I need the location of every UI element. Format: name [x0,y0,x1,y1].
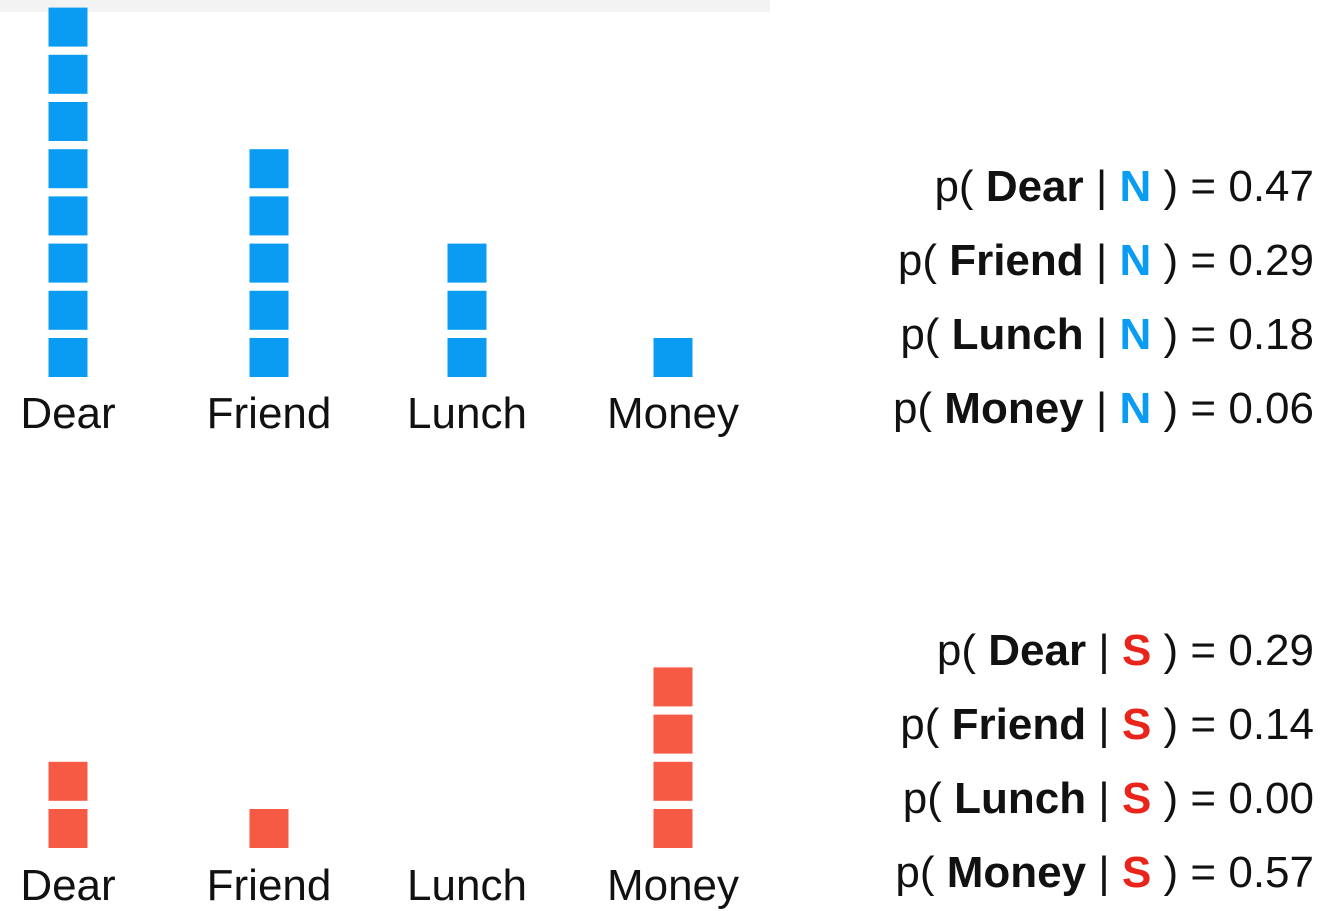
bar-block-dear [48,54,88,94]
probability-line: p( Dear | S ) = 0.29 [895,614,1314,688]
probability-line: p( Friend | N ) = 0.29 [893,224,1314,298]
class-symbol: S [1121,626,1152,675]
word: Friend [949,236,1084,285]
bar-block-lunch [447,338,487,377]
category-label-friend: Friend [207,389,332,438]
word: Money [946,848,1087,897]
bar-block-friend [249,243,289,283]
probability-value: 0.57 [1228,848,1314,897]
given-bar: | [1086,774,1122,823]
equals: ) = [1151,384,1229,433]
word: Dear [985,162,1084,211]
bar-block-dear [48,196,88,236]
bar-block-friend [249,290,289,330]
probability-value: 0.06 [1228,384,1314,433]
chart-n: Dear Friend Lunch Money [20,7,739,438]
p-open: p( [902,774,955,823]
bar-block-dear [48,809,88,848]
given-bar: | [1083,310,1120,359]
bar-block-money [653,667,693,707]
p-open: p( [892,384,945,433]
p-open: p( [897,236,950,285]
word: Friend [951,700,1087,749]
category-label-money: Money [607,389,739,438]
equals: ) = [1151,774,1229,823]
p-open: p( [900,700,952,749]
class-symbol: N [1119,236,1152,285]
bar-block-dear [48,290,88,330]
probability-line: p( Lunch | S ) = 0.00 [895,762,1314,836]
class-symbol: N [1119,310,1152,359]
word: Lunch [954,774,1087,823]
category-label-friend: Friend [207,861,332,910]
probability-value: 0.29 [1228,626,1314,675]
bar-block-friend [249,149,289,189]
bar-block-lunch [447,243,487,283]
equals: ) = [1151,626,1229,675]
class-symbol: S [1121,774,1152,823]
bar-block-dear [48,761,88,801]
probability-value: 0.47 [1228,162,1314,211]
word: Dear [988,626,1087,675]
bar-block-friend [249,196,289,236]
bar-block-dear [48,102,88,141]
bar-block-money [653,338,693,377]
p-open: p( [900,310,952,359]
p-open: p( [936,626,989,675]
probability-value: 0.29 [1228,236,1314,285]
bar-block-friend [249,338,289,377]
equals: ) = [1151,848,1229,897]
category-label-lunch: Lunch [407,861,527,910]
probability-line: p( Lunch | N ) = 0.18 [893,298,1314,372]
equals: ) = [1151,700,1229,749]
given-bar: | [1086,626,1122,675]
p-open: p( [895,848,947,897]
given-bar: | [1083,162,1120,211]
given-bar: | [1083,384,1120,433]
probability-value: 0.00 [1228,774,1314,823]
bar-block-lunch [447,290,487,330]
class-symbol: S [1121,700,1152,749]
chart-s: Dear Friend Lunch Money [20,667,739,910]
probability-line: p( Friend | S ) = 0.14 [895,688,1314,762]
bar-block-money [653,809,693,848]
class-symbol: S [1121,848,1152,897]
probability-value: 0.18 [1228,310,1314,359]
probability-line: p( Money | N ) = 0.06 [893,372,1314,446]
given-bar: | [1086,848,1122,897]
bar-block-money [653,714,693,754]
p-open: p( [934,162,986,211]
category-label-money: Money [607,861,739,910]
probability-line: p( Dear | N ) = 0.47 [893,150,1314,224]
equals: ) = [1151,310,1229,359]
word: Lunch [951,310,1084,359]
category-label-lunch: Lunch [407,389,527,438]
bar-block-money [653,761,693,801]
given-bar: | [1083,236,1120,285]
category-label-dear: Dear [20,389,115,438]
bar-block-dear [48,7,88,47]
class-symbol: N [1119,162,1152,211]
bar-block-dear [48,149,88,189]
word: Money [944,384,1084,433]
equals: ) = [1151,236,1229,285]
bar-block-dear [48,243,88,283]
bar-block-friend [249,809,289,848]
equals: ) = [1151,162,1229,211]
category-label-dear: Dear [20,861,115,910]
bar-block-dear [48,338,88,377]
given-bar: | [1086,700,1122,749]
top-strip [0,0,770,12]
class-symbol: N [1119,384,1152,433]
probability-value: 0.14 [1228,700,1314,749]
probability-line: p( Money | S ) = 0.57 [895,836,1314,910]
